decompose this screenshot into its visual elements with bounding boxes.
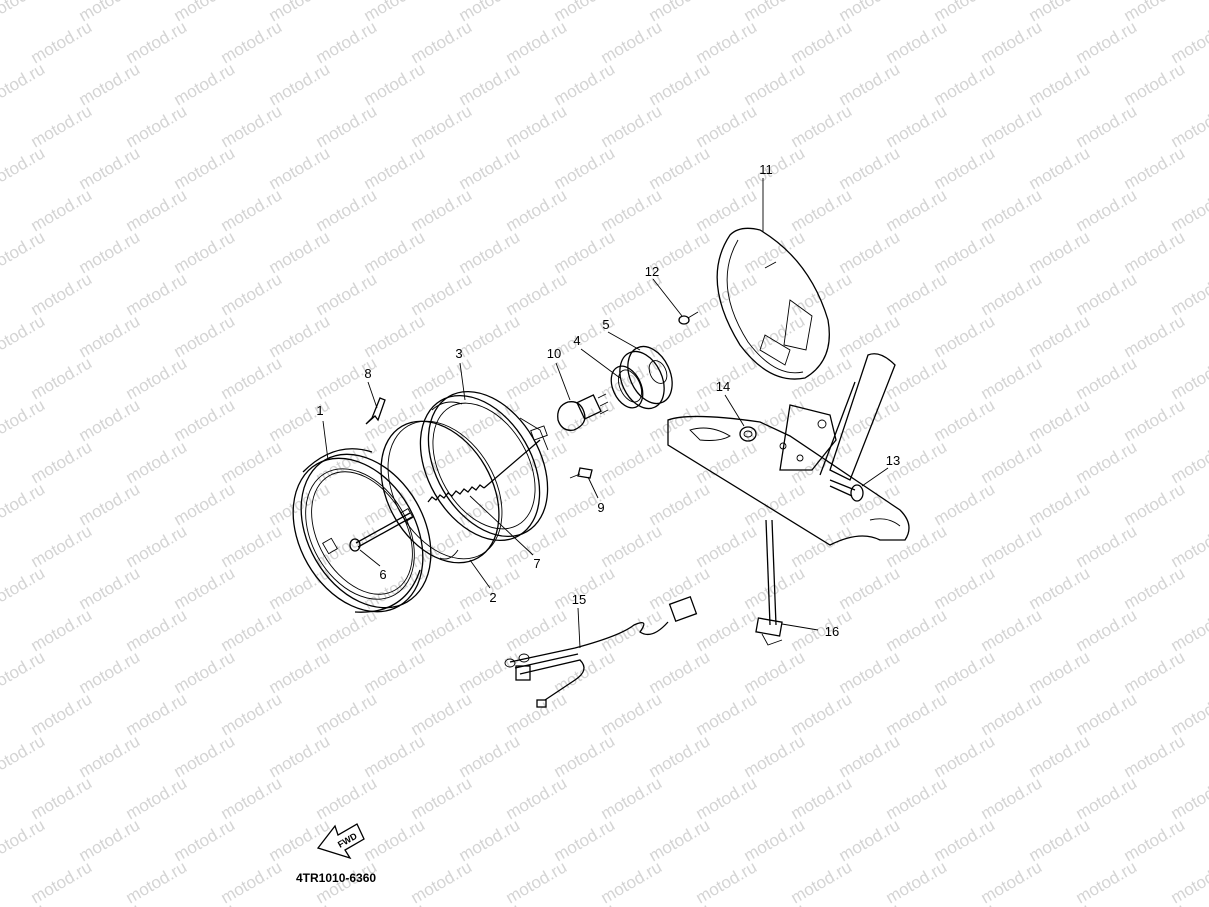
watermark-text: motod.ru bbox=[1168, 17, 1209, 67]
watermark-text: motod.ru bbox=[1168, 269, 1209, 319]
callout-12: 12 bbox=[645, 264, 659, 279]
part-screw-12 bbox=[678, 311, 699, 325]
diagram-code: 4TR1010-6360 bbox=[296, 871, 376, 885]
callout-10: 10 bbox=[547, 346, 561, 361]
watermark-text: motod.ru bbox=[0, 563, 48, 613]
part-bulb bbox=[557, 393, 609, 431]
leader-lines bbox=[322, 178, 889, 649]
watermark-text: motod.ru bbox=[0, 479, 48, 529]
part-wire-harness bbox=[504, 595, 698, 708]
watermark-text: motod.ru bbox=[741, 899, 809, 907]
watermark-text: motod.ru bbox=[1168, 521, 1209, 571]
watermark-text: motod.ru bbox=[456, 899, 524, 907]
watermark-text: motod.ru bbox=[1026, 899, 1094, 907]
callout-7: 7 bbox=[533, 556, 540, 571]
watermark-text: motod.ru bbox=[0, 59, 48, 109]
callout-4: 4 bbox=[573, 333, 580, 348]
callout-2: 2 bbox=[489, 590, 496, 605]
watermark-text: motod.ru bbox=[1121, 899, 1189, 907]
part-headlight-rim bbox=[292, 448, 432, 613]
watermark-text: motod.ru bbox=[0, 311, 48, 361]
callout-14: 14 bbox=[716, 379, 730, 394]
watermark-text: motod.ru bbox=[0, 731, 48, 781]
watermark-text: motod.ru bbox=[1168, 605, 1209, 655]
callout-11: 11 bbox=[759, 162, 773, 177]
watermark-text: motod.ru bbox=[171, 899, 239, 907]
part-bulb-cover bbox=[619, 345, 673, 410]
watermark-text: motod.ru bbox=[0, 143, 48, 193]
watermark-text: motod.ru bbox=[266, 899, 334, 907]
part-lens-unit bbox=[380, 420, 503, 564]
part-socket-ring bbox=[610, 365, 644, 409]
watermark-text: motod.ru bbox=[1168, 437, 1209, 487]
callout-1: 1 bbox=[316, 403, 323, 418]
callout-6: 6 bbox=[379, 567, 386, 582]
callout-9: 9 bbox=[597, 500, 604, 515]
callout-13: 13 bbox=[886, 453, 900, 468]
watermark-text: motod.ru bbox=[76, 899, 144, 907]
part-cable-tie bbox=[755, 519, 783, 646]
watermark-text: motod.ru bbox=[0, 227, 48, 277]
watermark-text: motod.ru bbox=[1168, 857, 1209, 907]
part-headlight-body bbox=[716, 227, 830, 380]
watermark-text: motod.ru bbox=[1168, 185, 1209, 235]
callout-8: 8 bbox=[364, 366, 371, 381]
part-spring bbox=[427, 439, 541, 503]
callout-3: 3 bbox=[455, 346, 462, 361]
watermark-text: motod.ru bbox=[931, 899, 999, 907]
callout-5: 5 bbox=[602, 317, 609, 332]
part-clip bbox=[365, 397, 386, 425]
part-nut-14 bbox=[739, 426, 757, 442]
watermark-text: motod.ru bbox=[836, 899, 904, 907]
part-headlight-unit bbox=[419, 390, 549, 542]
callout-15: 15 bbox=[572, 592, 586, 607]
watermark-text: motod.ru bbox=[646, 899, 714, 907]
watermark-text: motod.ru bbox=[1168, 689, 1209, 739]
watermark-text: motod.ru bbox=[0, 647, 48, 697]
part-bolt-13 bbox=[829, 479, 864, 502]
watermark-text: motod.ru bbox=[0, 815, 48, 865]
part-frame-bracket bbox=[667, 353, 910, 546]
watermark-text: motod.ru bbox=[1168, 773, 1209, 823]
watermark-text: motod.ru bbox=[0, 0, 48, 25]
watermark-text: motod.ru bbox=[1168, 101, 1209, 151]
watermark-text: motod.ru bbox=[361, 899, 429, 907]
part-adjust-screw bbox=[349, 512, 413, 552]
watermark-text: motod.ru bbox=[1168, 353, 1209, 403]
watermark-text: motod.ru bbox=[0, 395, 48, 445]
callout-16: 16 bbox=[825, 624, 839, 639]
watermark-text: motod.ru bbox=[551, 899, 619, 907]
callout-labels: 1 2 3 4 5 6 7 8 9 10 11 12 13 14 15 16 bbox=[316, 162, 900, 639]
part-screw-9 bbox=[569, 467, 593, 479]
